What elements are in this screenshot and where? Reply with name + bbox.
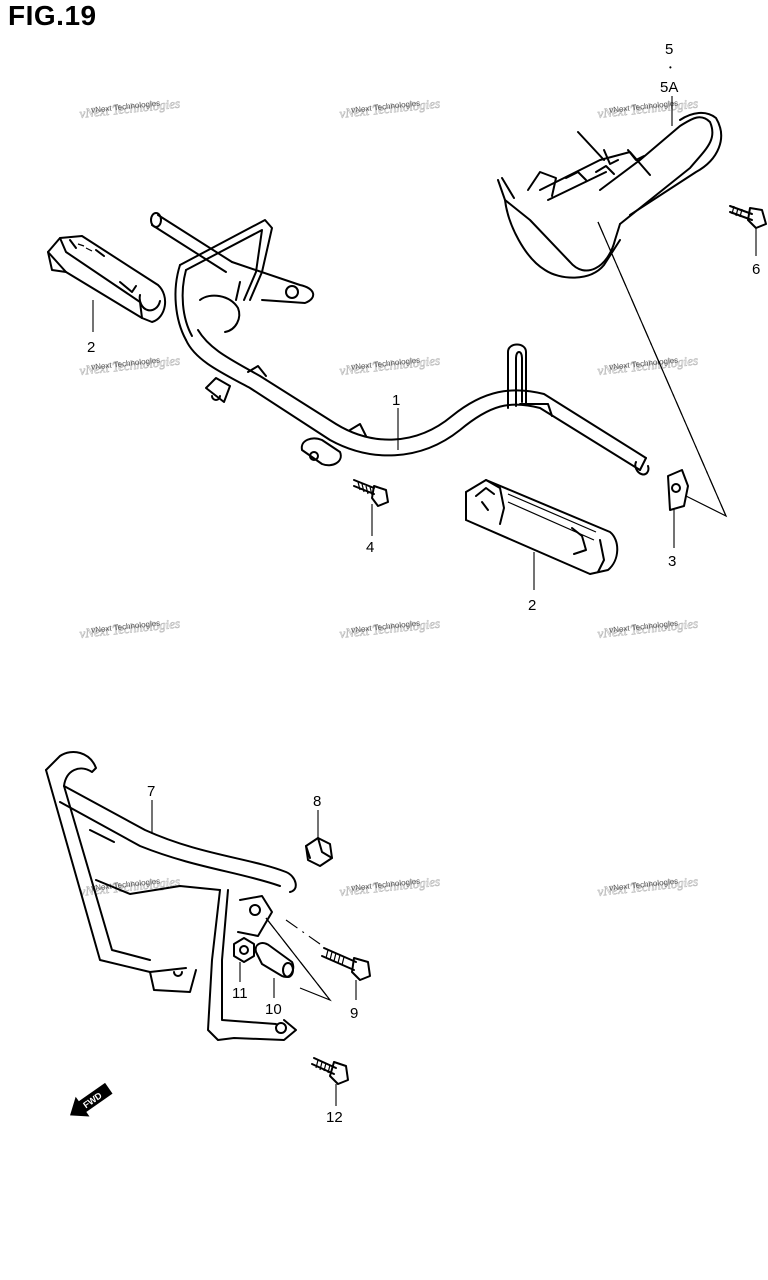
part-9-bolt[interactable] bbox=[321, 947, 371, 981]
callout-11: 11 bbox=[232, 985, 248, 1002]
figure-title: FIG.19 bbox=[8, 0, 97, 31]
part-5-upper-guard[interactable] bbox=[497, 112, 723, 279]
part-3-bracket-clip[interactable] bbox=[667, 469, 689, 511]
callout-7: 7 bbox=[147, 783, 155, 800]
part-12-bolt[interactable] bbox=[311, 1057, 349, 1085]
part-7-lower-guard[interactable] bbox=[45, 751, 297, 1041]
part-6-bolt[interactable] bbox=[729, 205, 767, 229]
callout-8: 8 bbox=[313, 793, 321, 810]
callout-12: 12 bbox=[326, 1109, 343, 1126]
callout-5-dot: • bbox=[669, 63, 672, 72]
part-11-nut[interactable] bbox=[233, 937, 255, 963]
callout-2-left: 2 bbox=[87, 339, 95, 356]
part-10-collar[interactable] bbox=[254, 942, 295, 978]
leader-lines bbox=[92, 96, 757, 1106]
callout-5a: 5A bbox=[660, 79, 678, 96]
callout-3: 3 bbox=[668, 553, 676, 570]
callout-1: 1 bbox=[392, 392, 400, 409]
watermark-layer: vNext Technologies vNext Technologies vN… bbox=[78, 95, 699, 899]
part-8-grommet[interactable] bbox=[305, 837, 333, 867]
part-2-footrest-cover-left[interactable] bbox=[47, 235, 167, 323]
callout-labels: 1 2 2 3 4 5 • 5A 6 7 8 9 10 11 12 bbox=[87, 41, 760, 1126]
fwd-direction-marker: FWD bbox=[70, 1082, 113, 1117]
part-4-bolt[interactable] bbox=[353, 479, 389, 507]
callout-4: 4 bbox=[366, 539, 374, 556]
part-1-bumper-frame[interactable] bbox=[150, 212, 650, 476]
callout-9: 9 bbox=[350, 1005, 358, 1022]
callout-6: 6 bbox=[752, 261, 760, 278]
callout-5: 5 bbox=[665, 41, 673, 58]
part-2-footrest-cover-right[interactable] bbox=[465, 479, 619, 575]
assembly-lines bbox=[265, 221, 728, 1002]
fwd-arrow-icon bbox=[70, 1082, 113, 1117]
callout-10: 10 bbox=[265, 1001, 282, 1018]
callout-2-right: 2 bbox=[528, 597, 536, 614]
